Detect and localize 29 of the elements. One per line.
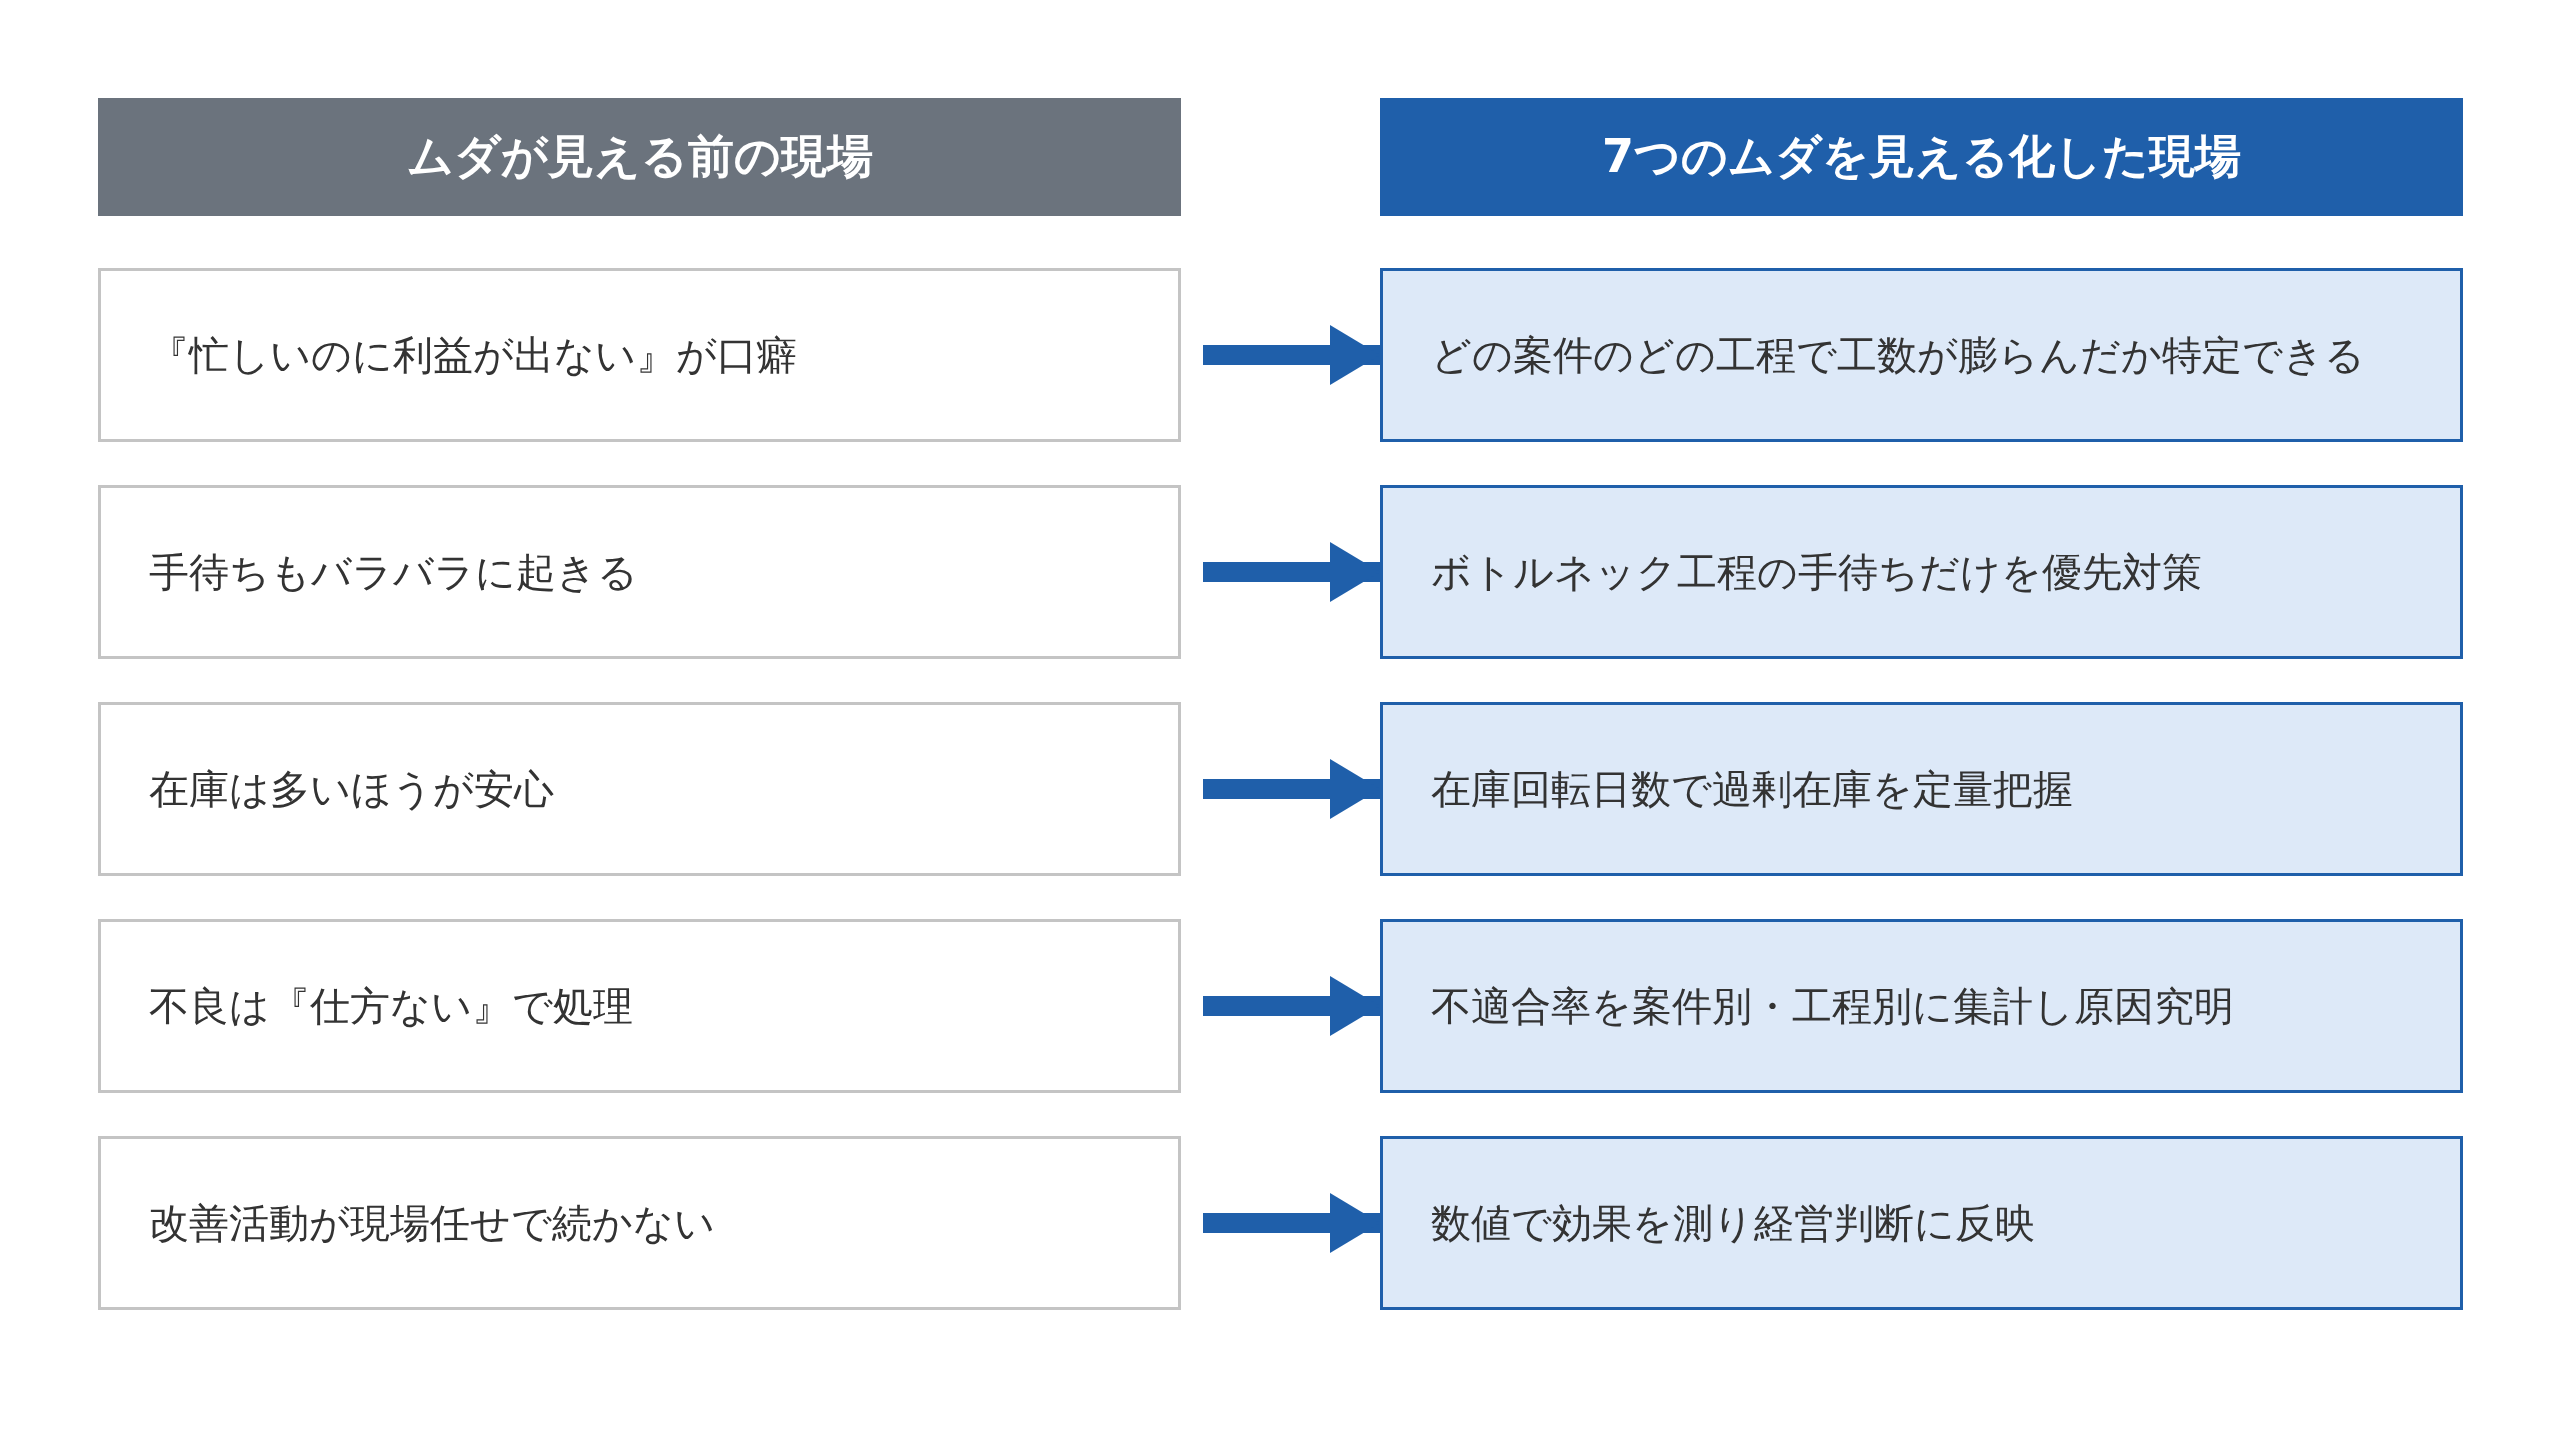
arrow xyxy=(1203,759,1380,819)
box-text: 在庫は多いほうが安心 xyxy=(149,765,554,814)
box-text: 在庫回転日数で過剰在庫を定量把握 xyxy=(1431,765,2073,814)
box-text: 7つのムダを見える化した現場 xyxy=(1602,128,2241,185)
box-text: 改善活動が現場任せで続かない xyxy=(149,1199,715,1248)
arrow xyxy=(1203,542,1380,602)
box-text: ムダが見える前の現場 xyxy=(406,128,873,185)
box-text: 『忙しいのに利益が出ない』が口癖 xyxy=(149,331,797,380)
arrow xyxy=(1203,325,1380,385)
text-box xyxy=(98,268,1181,442)
box-text: 不適合率を案件別・工程別に集計し原因究明 xyxy=(1431,982,2234,1031)
text-box xyxy=(98,919,1181,1093)
text-box xyxy=(98,485,1181,659)
text-box xyxy=(1380,268,2463,442)
box-text: ボトルネック工程の手待ちだけを優先対策 xyxy=(1431,548,2202,597)
text-box xyxy=(98,1136,1181,1310)
text-box xyxy=(1380,919,2463,1093)
text-box xyxy=(1380,702,2463,876)
box-text: どの案件のどの工程で工数が膨らんだか特定できる xyxy=(1431,331,2365,380)
arrow xyxy=(1203,976,1380,1036)
text-box xyxy=(98,702,1181,876)
box-text: 手待ちもバラバラに起きる xyxy=(149,548,638,597)
header-bar xyxy=(1380,98,2463,216)
box-text: 数値で効果を測り経営判断に反映 xyxy=(1431,1199,2035,1248)
box-text: 不良は『仕方ない』で処理 xyxy=(149,982,633,1031)
text-box xyxy=(1380,1136,2463,1310)
text-box xyxy=(1380,485,2463,659)
header-bar xyxy=(98,98,1181,216)
arrow xyxy=(1203,1193,1380,1253)
